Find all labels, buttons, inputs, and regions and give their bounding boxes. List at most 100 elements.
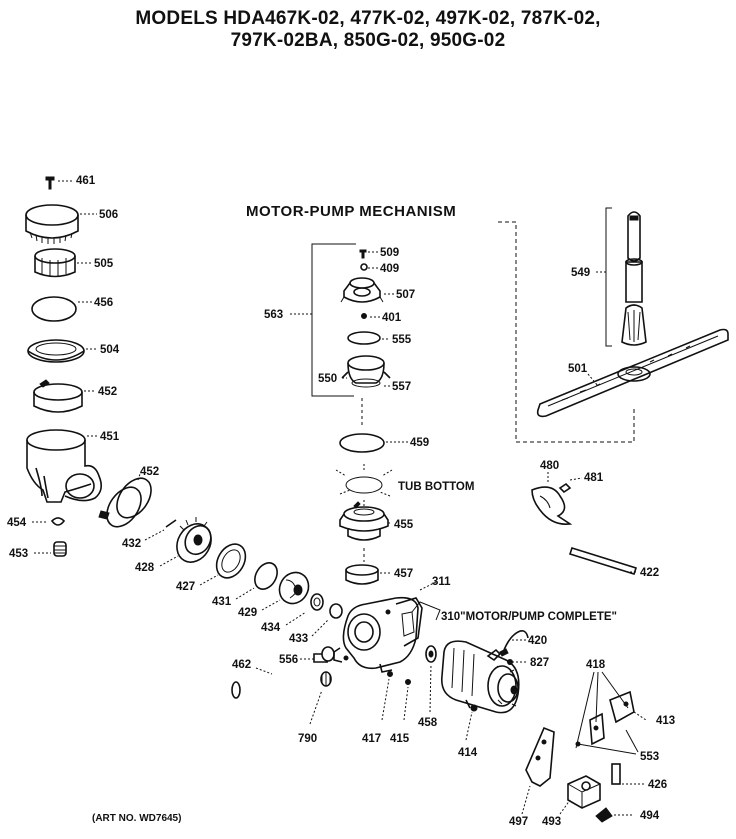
label-480: 480	[540, 460, 559, 472]
part-505-strainer: 505	[34, 248, 114, 278]
label-556: 556	[279, 654, 298, 666]
label-458: 458	[418, 717, 438, 729]
part-497-bracket: 497	[509, 726, 555, 828]
part-454-clip: 454	[7, 517, 66, 529]
part-452-clamp-upper: 452	[33, 379, 117, 413]
part-414-screw: 414	[458, 711, 478, 759]
label-409: 409	[380, 263, 399, 275]
label-429: 429	[238, 607, 257, 619]
art-number: (ART NO. WD7645)	[92, 813, 182, 824]
part-507-hub: 507	[340, 277, 415, 303]
part-493-timer-switch: 493	[542, 775, 601, 828]
part-311-pump-housing: 311	[333, 576, 451, 673]
label-493: 493	[542, 816, 561, 828]
tub-bottom-marker: TUB BOTTOM	[335, 464, 474, 506]
label-461: 461	[76, 175, 96, 187]
tub-bottom-label: TUB BOTTOM	[398, 481, 474, 493]
label-311: 311	[432, 576, 451, 588]
label-420: 420	[528, 635, 547, 647]
part-459-gasket: 459	[339, 433, 429, 453]
part-428-impeller: 428	[135, 517, 212, 574]
diagram-title-line-1: MODELS HDA467K-02, 477K-02, 497K-02, 787…	[135, 8, 601, 29]
part-433-washer: 433	[289, 603, 343, 645]
label-509: 509	[380, 247, 399, 259]
part-415-screw: 415	[390, 679, 411, 745]
part-452-clamp-lower: 452	[98, 466, 159, 528]
label-414: 414	[458, 747, 478, 759]
part-427-gasket: 427	[176, 543, 247, 593]
part-790-clamp: 790	[298, 671, 332, 745]
label-310-motor-pump-complete: 310"MOTOR/PUMP COMPLETE"	[441, 611, 617, 623]
part-553-screws: 553	[575, 729, 659, 763]
part-457-ring: 457	[345, 564, 413, 585]
label-462: 462	[232, 659, 251, 671]
label-401: 401	[382, 312, 402, 324]
label-504: 504	[100, 344, 120, 356]
label-507: 507	[396, 289, 415, 301]
part-501-spray-arm: 501	[536, 328, 729, 418]
part-550-557-housing: 550 557	[318, 355, 411, 393]
part-429-impeller: 429	[238, 571, 310, 619]
part-417-screw: 417	[362, 671, 393, 745]
part-458-seal: 458	[418, 645, 438, 729]
label-418: 418	[586, 659, 606, 671]
label-497: 497	[509, 816, 528, 828]
section-title: MOTOR-PUMP MECHANISM	[246, 203, 457, 220]
label-427: 427	[176, 581, 195, 593]
label-432: 432	[122, 538, 141, 550]
part-409-washer: 409	[360, 263, 399, 275]
label-563: 563	[264, 309, 283, 321]
label-431: 431	[212, 596, 232, 608]
part-413-screw: 413	[633, 711, 675, 727]
label-413: 413	[656, 715, 675, 727]
label-422: 422	[640, 567, 659, 579]
label-505: 505	[94, 258, 114, 270]
label-415: 415	[390, 733, 410, 745]
diagram-title-line-2: 797K-02BA, 850G-02, 950G-02	[230, 30, 506, 51]
label-494: 494	[640, 810, 660, 822]
label-452-lower: 452	[140, 466, 159, 478]
motor-assembly	[440, 640, 520, 714]
part-506-cap: 506	[25, 204, 118, 244]
label-452-upper: 452	[98, 386, 117, 398]
part-451-housing: 451	[26, 429, 120, 503]
part-480-deflector: 480	[531, 460, 573, 526]
label-550: 550	[318, 373, 337, 385]
label-549: 549	[571, 267, 590, 279]
part-434-spacer: 434	[261, 593, 324, 634]
label-557: 557	[392, 381, 411, 393]
part-461-screw: 461	[45, 175, 96, 190]
part-509-screw: 509	[359, 247, 399, 259]
part-494-clip: 494	[595, 807, 660, 823]
part-453-spring: 453	[9, 541, 67, 560]
part-481-clip: 481	[558, 472, 604, 494]
label-827: 827	[530, 657, 549, 669]
label-481: 481	[584, 472, 604, 484]
label-426: 426	[648, 779, 667, 791]
part-456-ring: 456	[31, 296, 113, 322]
part-432-pin: 432	[122, 519, 177, 550]
label-428: 428	[135, 562, 155, 574]
label-457: 457	[394, 568, 413, 580]
part-555-ring: 555	[347, 331, 412, 346]
part-431-seal: 431	[212, 562, 278, 608]
motor-pump-complete-callout: 310"MOTOR/PUMP COMPLETE"	[411, 601, 617, 623]
part-422-strip: 422	[568, 547, 659, 579]
label-434: 434	[261, 622, 281, 634]
label-459: 459	[410, 437, 429, 449]
label-454: 454	[7, 517, 27, 529]
label-501: 501	[568, 363, 588, 375]
label-790: 790	[298, 733, 317, 745]
label-453: 453	[9, 548, 28, 560]
label-455: 455	[394, 519, 414, 531]
label-553: 553	[640, 751, 659, 763]
part-504-guard: 504	[27, 339, 120, 363]
label-506: 506	[99, 209, 118, 221]
label-456: 456	[94, 297, 113, 309]
part-401-ring: 401	[361, 312, 402, 324]
label-451: 451	[100, 431, 120, 443]
part-563-assembly-bracket: 563	[264, 243, 356, 397]
part-455-sump: 455	[339, 501, 414, 541]
